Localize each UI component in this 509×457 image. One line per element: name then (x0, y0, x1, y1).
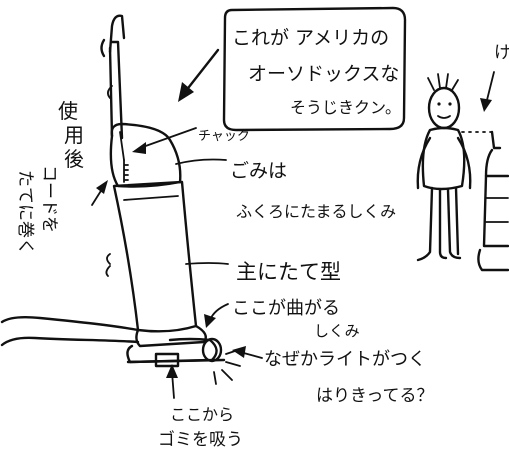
annotation-bag: ごみは ふくろにたまるしくみ (175, 158, 396, 221)
annotation-chuck: チャック (132, 127, 250, 154)
bend-label-2: しくみ (314, 322, 360, 340)
annotation-cord: 使 用 後 コードを たてに巻く (15, 99, 108, 255)
after-use-char-1: 使 (58, 99, 78, 123)
small-vacuum-figure (477, 130, 509, 272)
handle-grip (108, 14, 126, 54)
annotation-right: け (480, 43, 509, 112)
light-label-2: はりきってる？ (316, 386, 433, 406)
vacuum-pole (110, 40, 124, 140)
bag-label-1: ごみは (230, 160, 287, 182)
annotation-light: なぜかライトがつく はりきってる？ (213, 346, 433, 406)
speech-bubble: これが アメリカの オーソドックスな そうじきクン。 (222, 6, 407, 132)
power-cord (0, 316, 140, 332)
annotation-upright: 主にたて型 (185, 260, 341, 284)
after-use-char-2: 用 (64, 123, 84, 147)
bubble-line-1: これが アメリカの (232, 27, 389, 49)
bubble-arrow (178, 48, 220, 102)
vacuum-body (112, 180, 198, 333)
cord-label-1: コードを (39, 165, 59, 233)
suction-label-2: ゴミを吸う (158, 429, 243, 450)
person-figure (416, 73, 497, 262)
light-label-1: なぜかライトがつく (264, 349, 426, 370)
annotation-suction: ここから ゴミを吸う (158, 364, 243, 450)
bubble-line-2: オーソドックスな (248, 63, 399, 85)
suction-label-1: ここから (170, 405, 234, 424)
bend-label-1: ここが曲がる (232, 298, 340, 319)
right-top-label: け (494, 43, 509, 63)
chuck-label: チャック (198, 129, 250, 144)
after-use-char-3: 後 (64, 147, 84, 171)
annotation-bend: ここが曲がる しくみ (204, 298, 360, 340)
floor-head (126, 337, 218, 364)
bag-label-2: ふくろにたまるしくみ (236, 202, 396, 221)
headlight (201, 337, 223, 363)
vacuum-cleaner (0, 14, 226, 368)
cord-label-2: たてに巻く (15, 170, 35, 255)
bag-top (109, 122, 182, 188)
bubble-line-3: そうじきクン。 (290, 98, 401, 117)
upright-label: 主にたて型 (236, 260, 341, 284)
